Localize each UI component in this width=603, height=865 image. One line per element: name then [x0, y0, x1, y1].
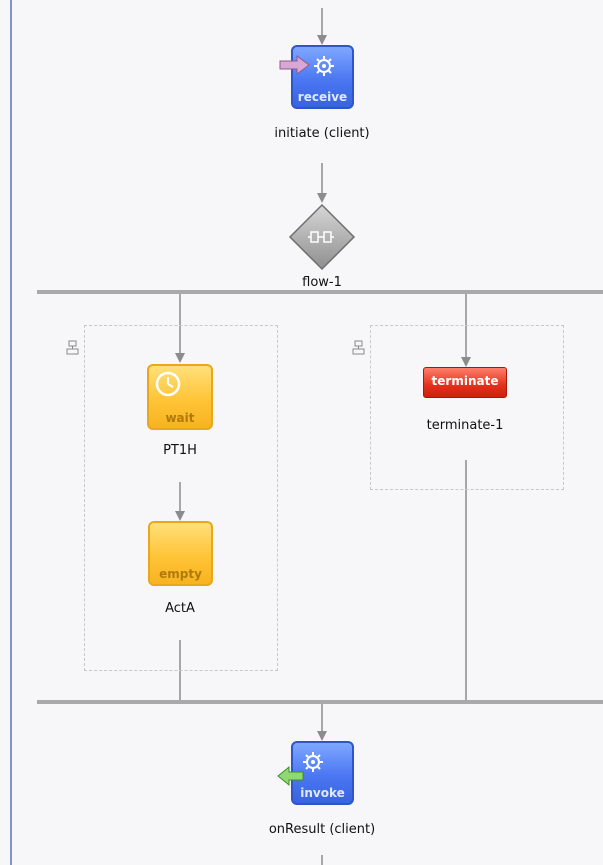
receive-activity[interactable]: receive	[291, 45, 354, 109]
terminate-label: terminate-1	[426, 418, 504, 433]
receive-label: initiate (client)	[274, 126, 370, 141]
left-margin-rule	[10, 0, 12, 865]
clock-icon	[155, 371, 181, 397]
terminate-activity[interactable]: terminate	[423, 367, 507, 398]
invoke-label: onResult (client)	[268, 822, 376, 837]
wait-label: PT1H	[163, 443, 197, 458]
empty-activity[interactable]: empty	[148, 521, 213, 586]
flow-branch-1[interactable]	[84, 325, 278, 671]
arrow-out-icon	[277, 765, 304, 787]
wait-activity[interactable]: wait	[147, 364, 213, 430]
sequence-icon	[352, 340, 365, 355]
empty-label: ActA	[165, 601, 195, 616]
flow-icon	[308, 231, 334, 243]
empty-tag: empty	[159, 567, 202, 581]
terminate-tag: terminate	[431, 374, 499, 388]
flow-branch-2[interactable]	[370, 325, 564, 490]
sequence-icon	[66, 340, 79, 355]
flow-activity[interactable]	[288, 203, 356, 271]
arrow-in-icon	[279, 55, 310, 75]
wait-tag: wait	[165, 411, 195, 425]
invoke-tag: invoke	[300, 786, 345, 800]
flow-label: flow-1	[302, 275, 342, 290]
receive-tag: receive	[297, 90, 348, 104]
gear-icon	[303, 752, 323, 772]
gear-icon	[314, 56, 334, 76]
